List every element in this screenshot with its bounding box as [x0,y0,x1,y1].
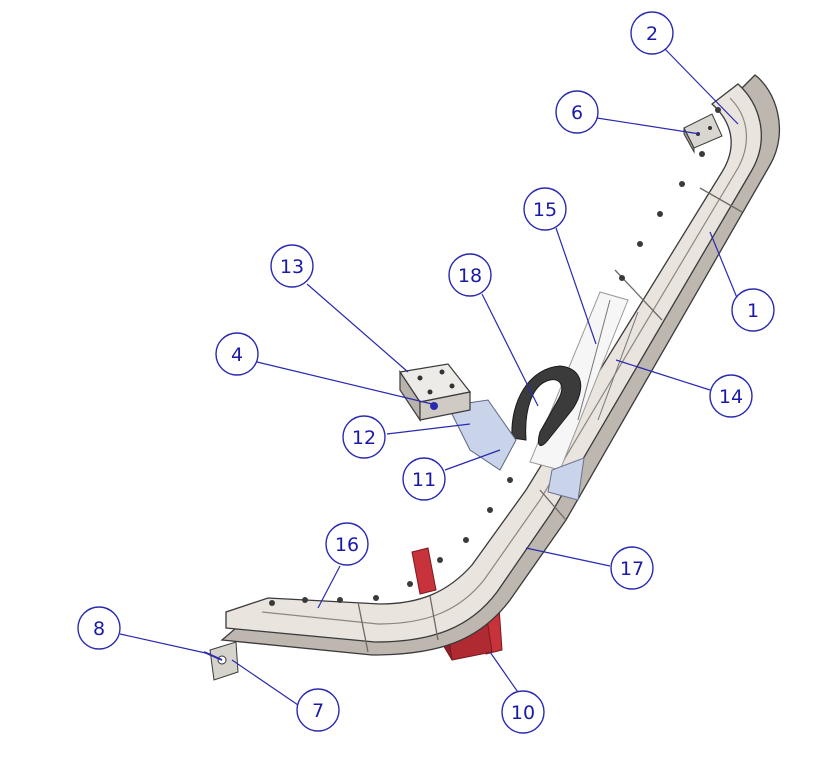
top-cap-block [683,113,723,154]
callout-10-label: 10 [511,702,535,724]
callout-6-label: 6 [571,102,583,124]
callout-13: 13 [270,244,314,288]
callout-11-label: 11 [412,469,436,491]
side-plate [547,457,585,501]
leader-lines [119,47,743,706]
rail-face [225,83,762,643]
angled-plate [447,399,517,471]
callout-14-label: 14 [719,386,743,408]
callout-18: 18 [448,253,492,297]
callout-18-label: 18 [458,265,482,287]
callout-10: 10 [501,690,545,734]
callout-2: 2 [630,11,674,55]
callout-1: 1 [731,288,775,332]
callout-4-label: 4 [231,344,243,366]
callout-7: 7 [296,688,340,732]
callout-13-label: 13 [280,256,304,278]
callout-15: 15 [523,187,567,231]
callout-15-label: 15 [533,199,557,221]
segment-joints [357,187,743,653]
callout-8-label: 8 [93,618,105,640]
callout-4: 4 [215,332,259,376]
bolt-heads [269,107,721,606]
callout-11: 11 [402,457,446,501]
callout-1-label: 1 [747,300,759,322]
callout-8: 8 [77,606,121,650]
callout-17: 17 [610,546,654,590]
callout-14: 14 [709,374,753,418]
callout-7-label: 7 [312,700,324,722]
callout-16: 16 [325,522,369,566]
rail-groove [261,97,748,625]
callout-12: 12 [342,415,386,459]
mounting-block [398,363,472,422]
callout-16-label: 16 [335,534,359,556]
callout-6: 6 [555,90,599,134]
assembly-drawing [203,74,781,681]
callout-12-label: 12 [352,427,376,449]
callout-2-label: 2 [646,23,658,45]
callout-17-label: 17 [620,558,644,580]
handle-clamp [511,365,582,447]
